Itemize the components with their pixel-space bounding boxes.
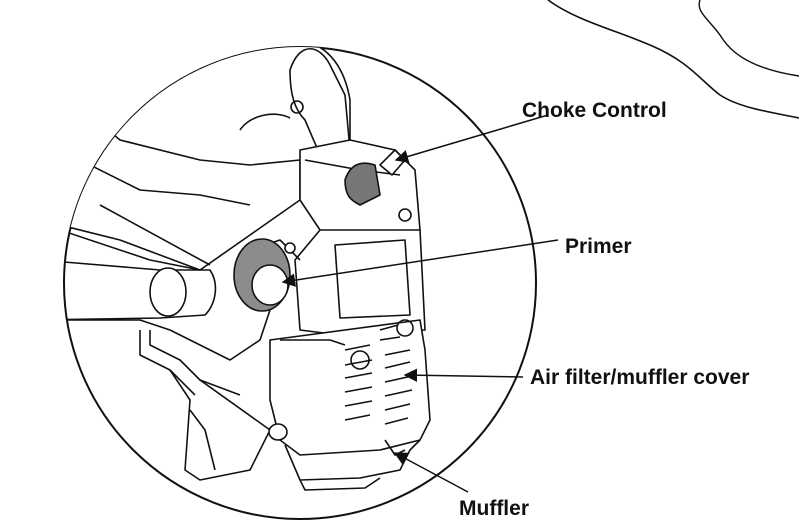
top-handle	[289, 48, 351, 156]
muffler-body	[284, 439, 421, 481]
label-primer: Primer	[565, 235, 632, 258]
label-air-filter-muffler-cover: Air filter/muffler cover	[530, 366, 750, 389]
detail-circle	[63, 46, 537, 520]
choke-control-leader	[394, 114, 549, 164]
muffler-leader	[393, 452, 469, 493]
primer-leader	[281, 239, 559, 287]
air-filter-leader	[403, 368, 524, 382]
label-muffler: Muffler	[459, 497, 529, 520]
label-choke-control: Choke Control	[522, 99, 667, 122]
background-outline	[547, 0, 799, 119]
background-outline-inner	[698, 0, 799, 77]
